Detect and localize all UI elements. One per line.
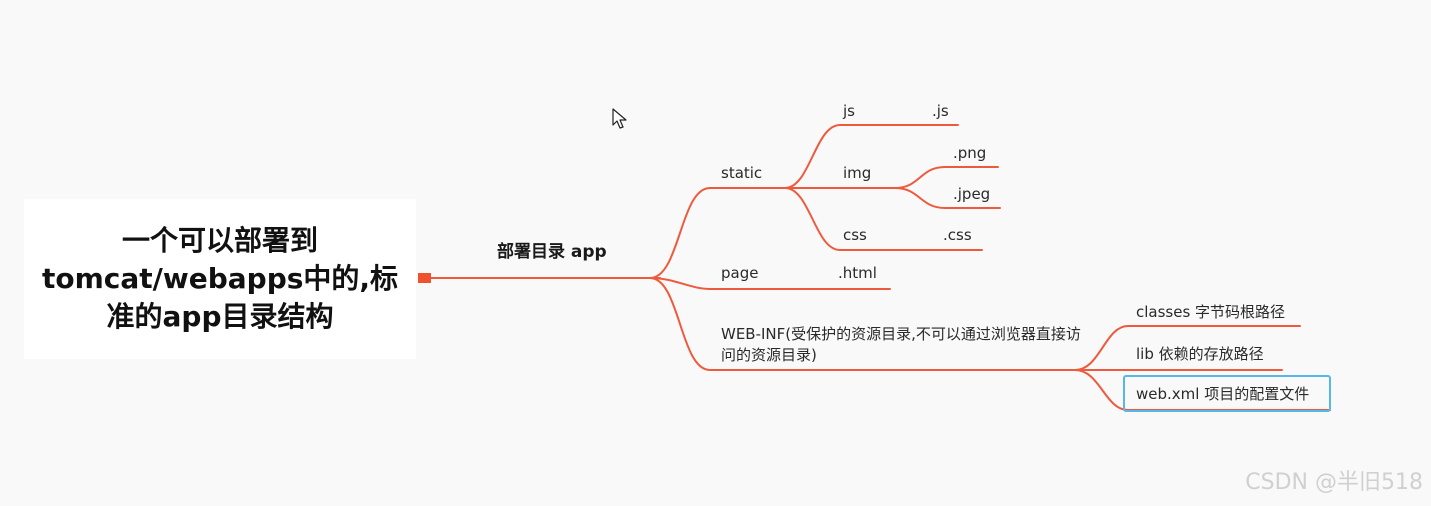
node-png-ext[interactable]: .png xyxy=(953,144,987,162)
node-js-ext[interactable]: .js xyxy=(932,102,949,120)
node-js[interactable]: js xyxy=(843,102,855,120)
connector-webinf xyxy=(649,277,1076,371)
node-jpeg-ext[interactable]: .jpeg xyxy=(953,185,991,203)
node-css[interactable]: css xyxy=(843,226,867,244)
connector-static xyxy=(649,187,786,279)
node-page[interactable]: page xyxy=(721,264,759,282)
mouse-pointer-icon xyxy=(612,108,627,129)
node-webinf[interactable]: WEB-INF(受保护的资源目录,不可以通过浏览器直接访问的资源目录) xyxy=(721,325,1081,364)
node-css-ext[interactable]: .css xyxy=(943,226,972,244)
node-webxml[interactable]: web.xml 项目的配置文件 xyxy=(1136,385,1310,403)
node-static[interactable]: static xyxy=(721,164,763,182)
root-node[interactable]: 一个可以部署到tomcat/webapps中的,标准的app目录结构 xyxy=(24,199,416,359)
main-node-label[interactable]: 部署目录 app xyxy=(497,242,607,262)
selected-node-highlight xyxy=(1123,375,1331,412)
watermark: CSDN @半旧518 xyxy=(1245,470,1423,495)
connector-webxml xyxy=(1074,369,1331,411)
root-connector-handle xyxy=(418,273,431,283)
connector-classes xyxy=(1074,325,1301,371)
connector-js xyxy=(784,124,959,189)
node-lib[interactable]: lib 依赖的存放路径 xyxy=(1136,345,1264,363)
node-img[interactable]: img xyxy=(843,164,872,182)
node-classes[interactable]: classes 字节码根路径 xyxy=(1136,303,1286,321)
connector-css xyxy=(784,187,983,251)
node-html-ext[interactable]: .html xyxy=(838,264,877,282)
connector-page xyxy=(649,277,891,290)
root-title: 一个可以部署到tomcat/webapps中的,标准的app目录结构 xyxy=(41,224,399,333)
connector-jpeg xyxy=(894,187,1001,209)
connector-png xyxy=(894,166,999,189)
